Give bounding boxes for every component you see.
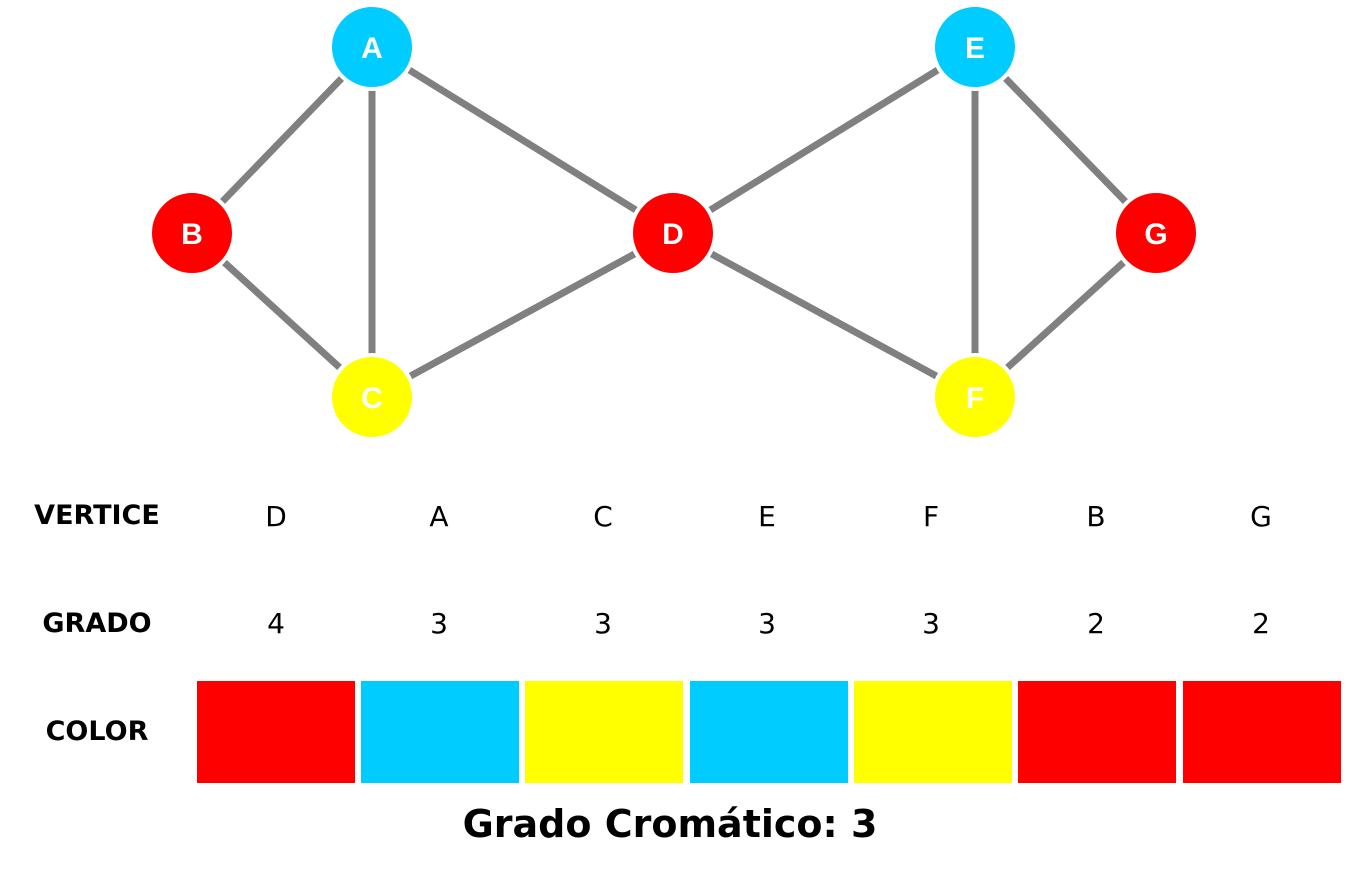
node-circle <box>1112 189 1200 277</box>
node-circle <box>328 3 416 91</box>
degree-cell: 2 <box>1087 607 1105 640</box>
color-swatch <box>854 681 1012 783</box>
color-swatch <box>1183 681 1341 783</box>
row-label-color: COLOR <box>45 716 149 747</box>
color-swatch <box>525 681 683 783</box>
node-label: D <box>662 218 684 251</box>
color-swatch <box>197 681 355 783</box>
vertex-cell: A <box>429 500 449 533</box>
row-label-vertice: VERTICE <box>34 500 160 531</box>
node-D: D <box>629 189 717 277</box>
vertex-cell: E <box>758 500 776 533</box>
node-circle <box>931 353 1019 441</box>
node-B: B <box>148 189 236 277</box>
degree-cell: 3 <box>758 607 776 640</box>
edge-D-F <box>671 229 977 401</box>
color-swatch <box>1018 681 1176 783</box>
degree-cell: 3 <box>430 607 448 640</box>
node-G: G <box>1112 189 1200 277</box>
degree-cell: 2 <box>1252 607 1270 640</box>
row-label-grado: GRADO <box>42 608 152 639</box>
edge-D-E <box>671 44 977 236</box>
color-swatch <box>690 681 848 783</box>
color-swatch <box>361 681 519 783</box>
vertex-cell: D <box>265 500 287 533</box>
node-circle <box>148 189 236 277</box>
degree-cell: 4 <box>267 607 285 640</box>
node-label: E <box>965 32 985 65</box>
node-C: C <box>328 353 416 441</box>
degree-cell: 3 <box>922 607 940 640</box>
node-label: C <box>361 382 383 415</box>
edge-A-D <box>370 44 675 236</box>
node-label: B <box>181 218 203 251</box>
node-A: A <box>328 3 416 91</box>
node-label: F <box>966 382 984 415</box>
vertex-cell: B <box>1086 500 1106 533</box>
node-circle <box>931 3 1019 91</box>
node-E: E <box>931 3 1019 91</box>
node-F: F <box>931 353 1019 441</box>
node-label: G <box>1144 218 1167 251</box>
vertex-cell: F <box>922 500 940 533</box>
vertex-cell: G <box>1250 500 1272 533</box>
chromatic-number-result: Grado Cromático: 3 <box>462 802 878 846</box>
node-circle <box>629 189 717 277</box>
vertex-cell: C <box>593 500 613 533</box>
node-circle <box>328 353 416 441</box>
graph-diagram: A B C D E F G <box>148 3 1200 441</box>
node-label: A <box>361 32 383 65</box>
degree-cell: 3 <box>594 607 612 640</box>
edge-C-D <box>370 229 675 401</box>
